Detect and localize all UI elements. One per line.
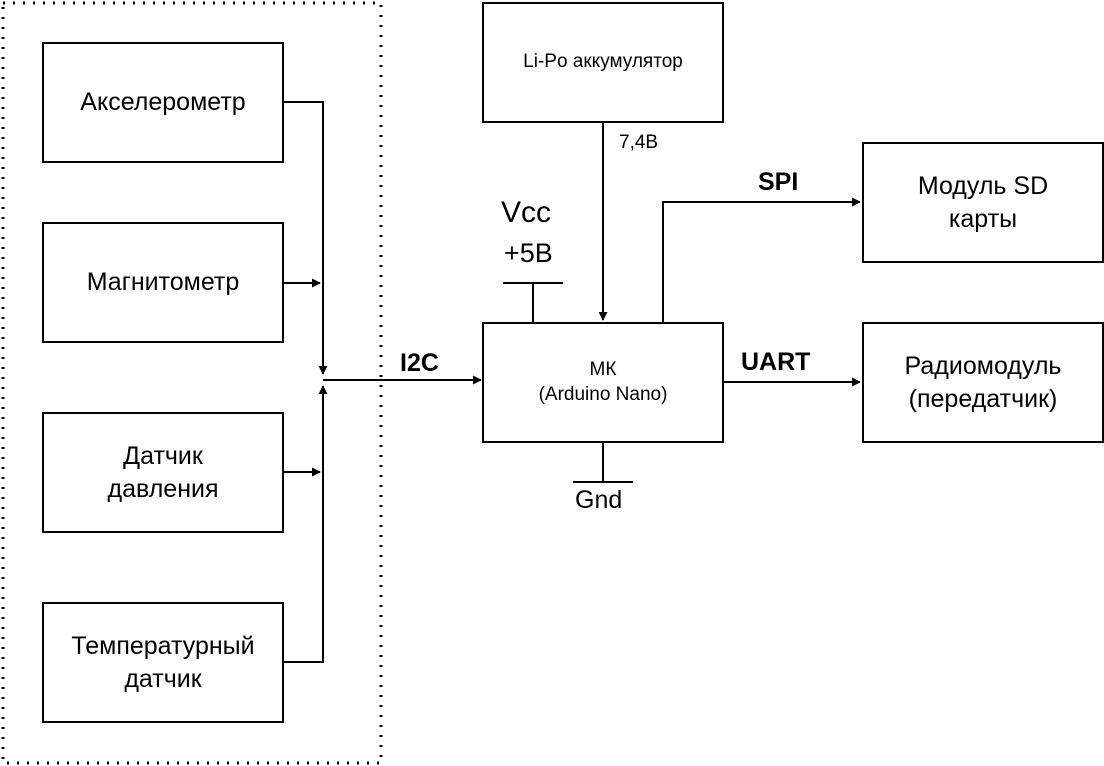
vcc-line [503,282,563,322]
mcu-box: МК (Arduino Nano) [482,322,724,443]
temperature-sensor-label-line1: Температурный [71,632,255,660]
gnd-line [573,442,633,483]
i2c-label: I2C [400,349,439,377]
vcc-voltage-label: +5В [504,238,553,268]
pressure-sensor-box: Датчик давления [42,412,284,533]
gnd-label: Gnd [575,486,623,514]
sd-module-label-line1: Модуль SD [917,172,1049,200]
vcc-label: Vcc [501,196,552,229]
battery-label: Li-Po аккумулятор [523,51,683,73]
battery-voltage-label: 7,4В [619,132,659,153]
accelerometer-label: Акселерометр [80,88,246,117]
mcu-label-line2: (Arduino Nano) [538,383,668,405]
battery-box: Li-Po аккумулятор [482,2,724,123]
accelerometer-line [283,101,328,375]
radio-module-label-line2: (передатчик) [908,384,1058,413]
temperature-sensor-box: Температурный датчик [42,602,284,723]
pressure-sensor-label-line1: Датчик [123,442,203,470]
radio-module-label-line1: Радиомодуль [904,352,1062,380]
magnetometer-label: Магнитометр [86,268,240,297]
radio-module-box: Радиомодуль (передатчик) [862,322,1104,443]
pressure-sensor-label-line2: давления [107,474,219,503]
temperature-sensor-label-line2: датчик [124,664,202,693]
mcu-label-line1: МК [589,358,617,380]
temperature-sensor-line [283,385,328,663]
spi-label: SPI [758,168,799,196]
accelerometer-box: Акселерометр [42,42,284,163]
sd-module-label-line2: карты [948,204,1018,233]
uart-label: UART [741,348,811,376]
magnetometer-box: Магнитометр [42,222,284,343]
sd-module-box: Модуль SD карты [862,142,1104,263]
spi-line [662,197,861,322]
